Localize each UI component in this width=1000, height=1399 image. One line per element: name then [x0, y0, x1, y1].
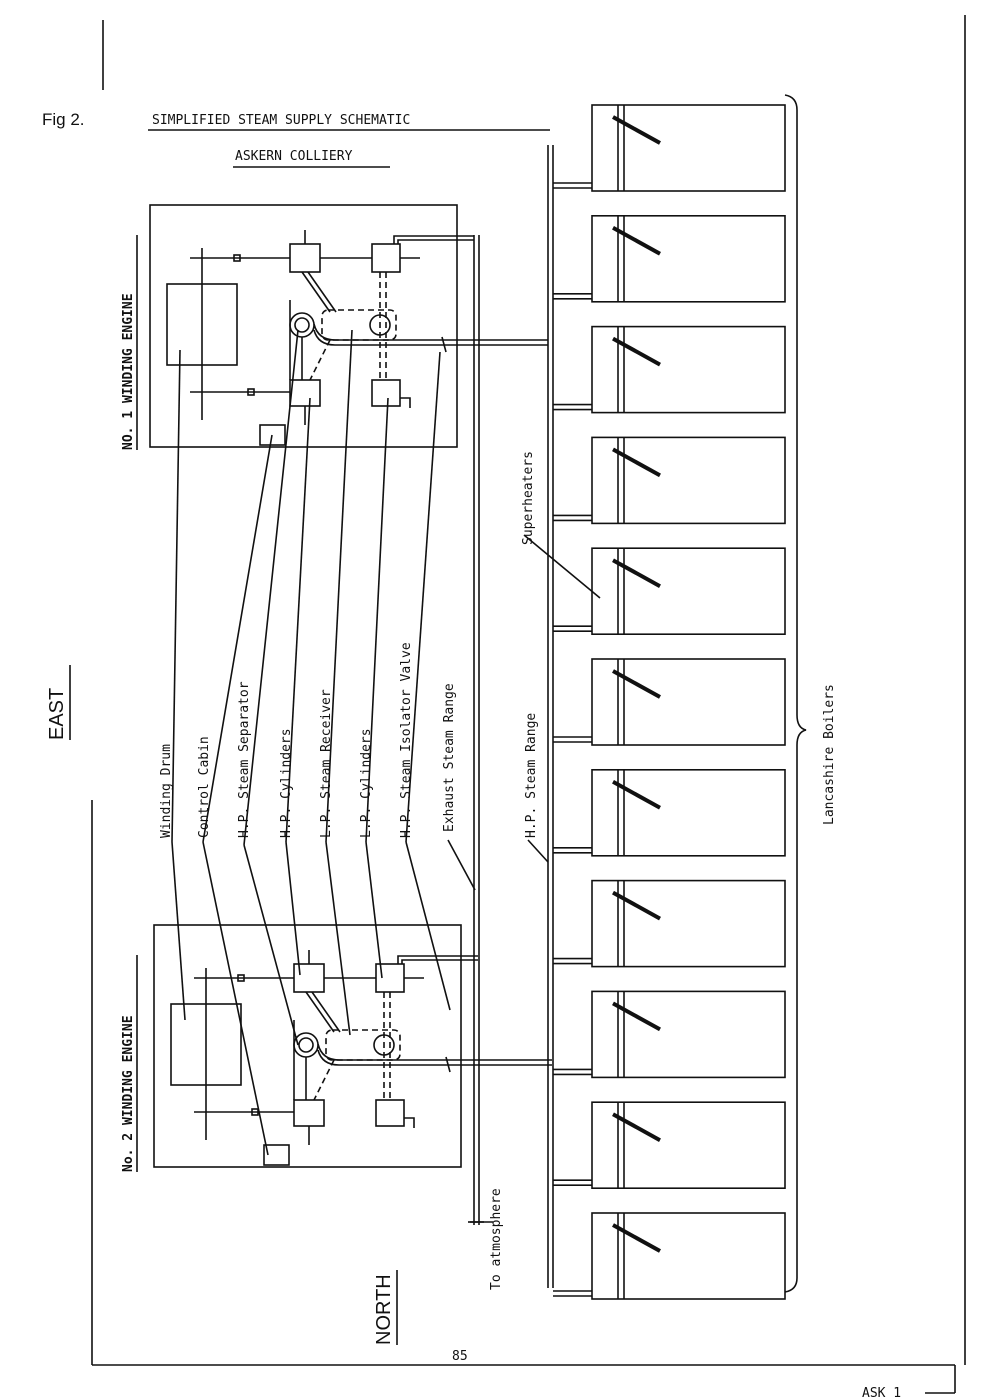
boiler-shell	[591, 1101, 786, 1189]
no1-winding-engine	[149, 204, 548, 448]
north-label: NORTH	[373, 1274, 395, 1345]
label-superheaters: Superheaters	[521, 451, 536, 545]
boiler	[553, 768, 786, 857]
boiler	[553, 215, 786, 303]
lancashire-boilers	[553, 104, 786, 1300]
page-ref: ASK 1	[862, 1386, 901, 1399]
exhaust-pipe	[397, 955, 478, 964]
exhaust-steam-range-pipe	[468, 235, 484, 1225]
valve	[237, 974, 245, 982]
boiler	[553, 990, 786, 1079]
boilers-brace	[784, 94, 807, 1293]
page-borders	[91, 15, 966, 1394]
valve	[233, 254, 241, 262]
no1-engine-title: NO. 1 WINDING ENGINE	[121, 293, 136, 450]
lp-steam-receiver	[321, 309, 397, 341]
boiler-slash	[612, 226, 661, 256]
boiler-shell	[591, 990, 786, 1079]
boiler-shell	[591, 325, 786, 414]
lp-cylinder	[375, 1099, 405, 1127]
boiler-slash	[612, 890, 661, 921]
valve	[247, 388, 255, 396]
boiler-slash	[612, 115, 661, 145]
hp-cylinder	[293, 1099, 325, 1127]
boiler-slash	[612, 1001, 661, 1032]
label-hp-steam-isolator-valve: H.P. Steam Isolator Valve	[399, 642, 414, 838]
hp-cylinder	[289, 243, 321, 273]
boiler	[553, 1101, 786, 1189]
boiler	[553, 547, 786, 636]
label-control-cabin: Control Cabin	[197, 736, 212, 838]
label-exhaust-steam-range: Exhaust Steam Range	[442, 683, 457, 832]
diagram-subtitle: ASKERN COLLIERY	[235, 149, 353, 164]
boiler-shell	[591, 436, 786, 525]
boiler-slash	[612, 669, 661, 699]
east-label: EAST	[46, 688, 68, 740]
fig-label: Fig 2.	[42, 110, 85, 129]
lancashire-boilers-label: Lancashire Boilers	[822, 684, 837, 825]
hp-steam-isolator-valve	[441, 336, 447, 353]
boiler-shell	[591, 658, 786, 746]
no2-engine-title: No. 2 WINDING ENGINE	[121, 1015, 136, 1172]
boiler	[553, 104, 786, 192]
boiler-shell	[591, 215, 786, 303]
lp-cylinder	[371, 243, 401, 273]
no2-winding-engine	[153, 924, 552, 1168]
boiler-slash	[612, 1112, 661, 1142]
boiler	[553, 436, 786, 525]
label-lp-steam-receiver: L.P. Steam Receiver	[319, 689, 334, 838]
diagram-title: SIMPLIFIED STEAM SUPPLY SCHEMATIC	[152, 113, 410, 128]
boiler-slash	[612, 1223, 661, 1253]
control-cabin	[259, 424, 286, 446]
boiler-slash	[612, 447, 661, 478]
leader-lines	[171, 329, 601, 1223]
hp-steam-separator	[289, 312, 315, 338]
boiler	[553, 658, 786, 746]
control-cabin	[263, 1144, 290, 1166]
label-hp-steam-separator: H.P. Steam Separator	[237, 681, 252, 838]
lp-steam-receiver	[325, 1029, 401, 1061]
boiler-slash	[612, 558, 661, 588]
hp-steam-isolator-valve	[445, 1056, 451, 1073]
hp-steam-supply-pipe	[313, 329, 548, 346]
boiler-shell	[591, 104, 786, 192]
page-number: 85	[452, 1349, 468, 1364]
boiler-shell	[591, 879, 786, 968]
lp-cylinder	[371, 379, 401, 407]
boiler	[553, 1212, 786, 1300]
boiler	[553, 879, 786, 968]
boiler-shell	[591, 1212, 786, 1300]
exhaust-pipe	[393, 235, 474, 244]
hp-steam-supply-pipe	[317, 1049, 552, 1066]
boiler-shell	[591, 547, 786, 636]
hp-cylinder	[289, 379, 321, 407]
engine-house	[149, 204, 458, 448]
label-to-atmosphere: To atmosphere	[489, 1188, 504, 1290]
boiler-shell	[591, 768, 786, 857]
valve	[251, 1108, 259, 1116]
boiler-slash	[612, 336, 661, 367]
label-hp-steam-range: H.P. Steam Range	[524, 713, 539, 838]
boiler-slash	[612, 780, 661, 810]
hp-steam-range-pipe	[547, 145, 554, 1288]
boiler	[553, 325, 786, 414]
engine-house	[153, 924, 462, 1168]
label-winding-drum: Winding Drum	[159, 744, 174, 838]
